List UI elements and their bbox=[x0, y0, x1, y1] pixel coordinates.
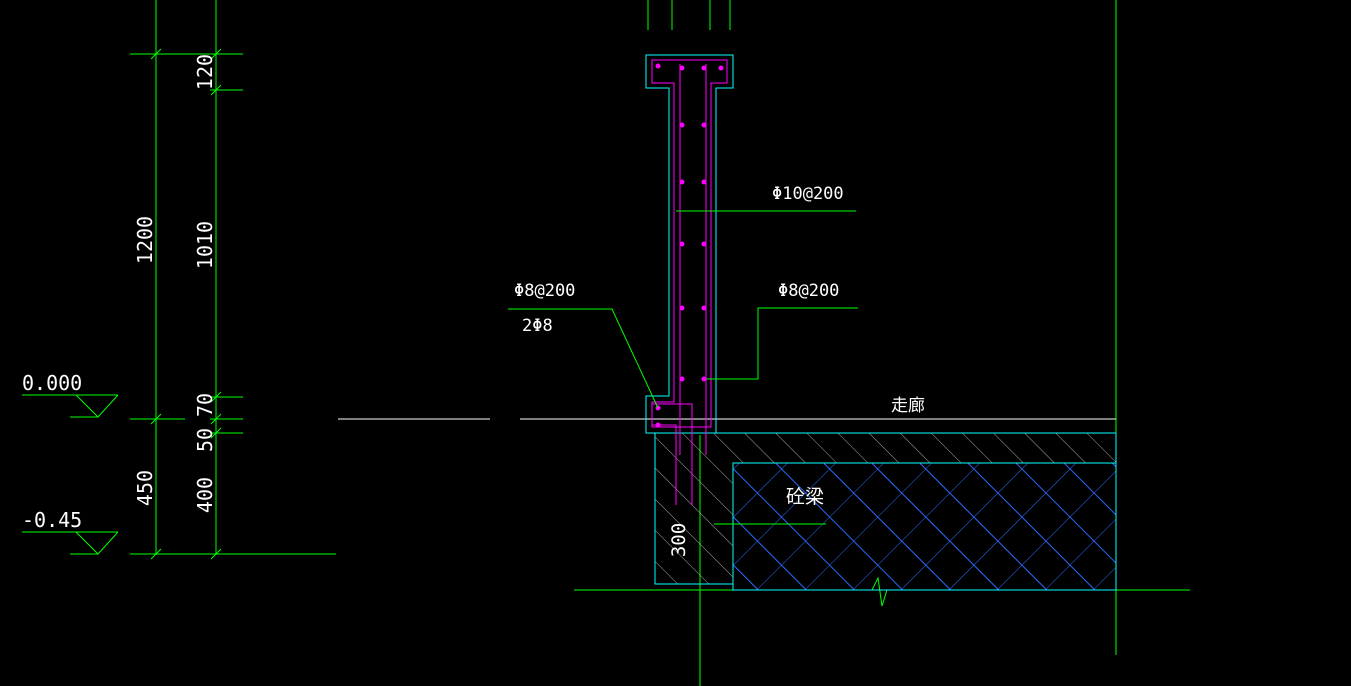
dim-wall: 1010 bbox=[193, 221, 217, 269]
rebar-label-vertical-left: Φ8@200 bbox=[514, 281, 575, 301]
dim-beam: 400 bbox=[193, 477, 217, 513]
rebar-label-horizontal-top: Φ10@200 bbox=[772, 184, 844, 204]
elevation-marker-floor bbox=[22, 394, 119, 418]
parapet-wall-cover bbox=[651, 59, 728, 428]
elevation-marker-lower bbox=[22, 531, 119, 555]
rebar-label-horizontal-right: Φ8@200 bbox=[778, 281, 839, 301]
dim-sill: 70 bbox=[193, 393, 217, 417]
dim-slab: 50 bbox=[193, 428, 217, 452]
beam-label: 砼梁 bbox=[786, 486, 824, 508]
parapet-wall-outline bbox=[645, 54, 734, 434]
dim-total: 1200 bbox=[133, 216, 157, 264]
rebar-dots bbox=[655, 63, 724, 428]
elevation-lower-label: -0.45 bbox=[22, 508, 82, 532]
dim-below: 450 bbox=[133, 470, 157, 506]
leader-lines bbox=[508, 210, 858, 525]
concrete-beam bbox=[732, 462, 1117, 591]
dim-cap: 120 bbox=[193, 54, 217, 90]
dimension-chain-outer bbox=[130, 0, 185, 560]
elevation-floor-label: 0.000 bbox=[22, 371, 82, 395]
corridor-label: 走廊 bbox=[891, 396, 925, 416]
beam-width-label: 300 bbox=[668, 523, 690, 557]
dimension-chain-inner bbox=[185, 0, 336, 560]
rebar-label-corner-bars: 2Φ8 bbox=[522, 316, 553, 336]
floor-slab bbox=[654, 432, 1117, 585]
